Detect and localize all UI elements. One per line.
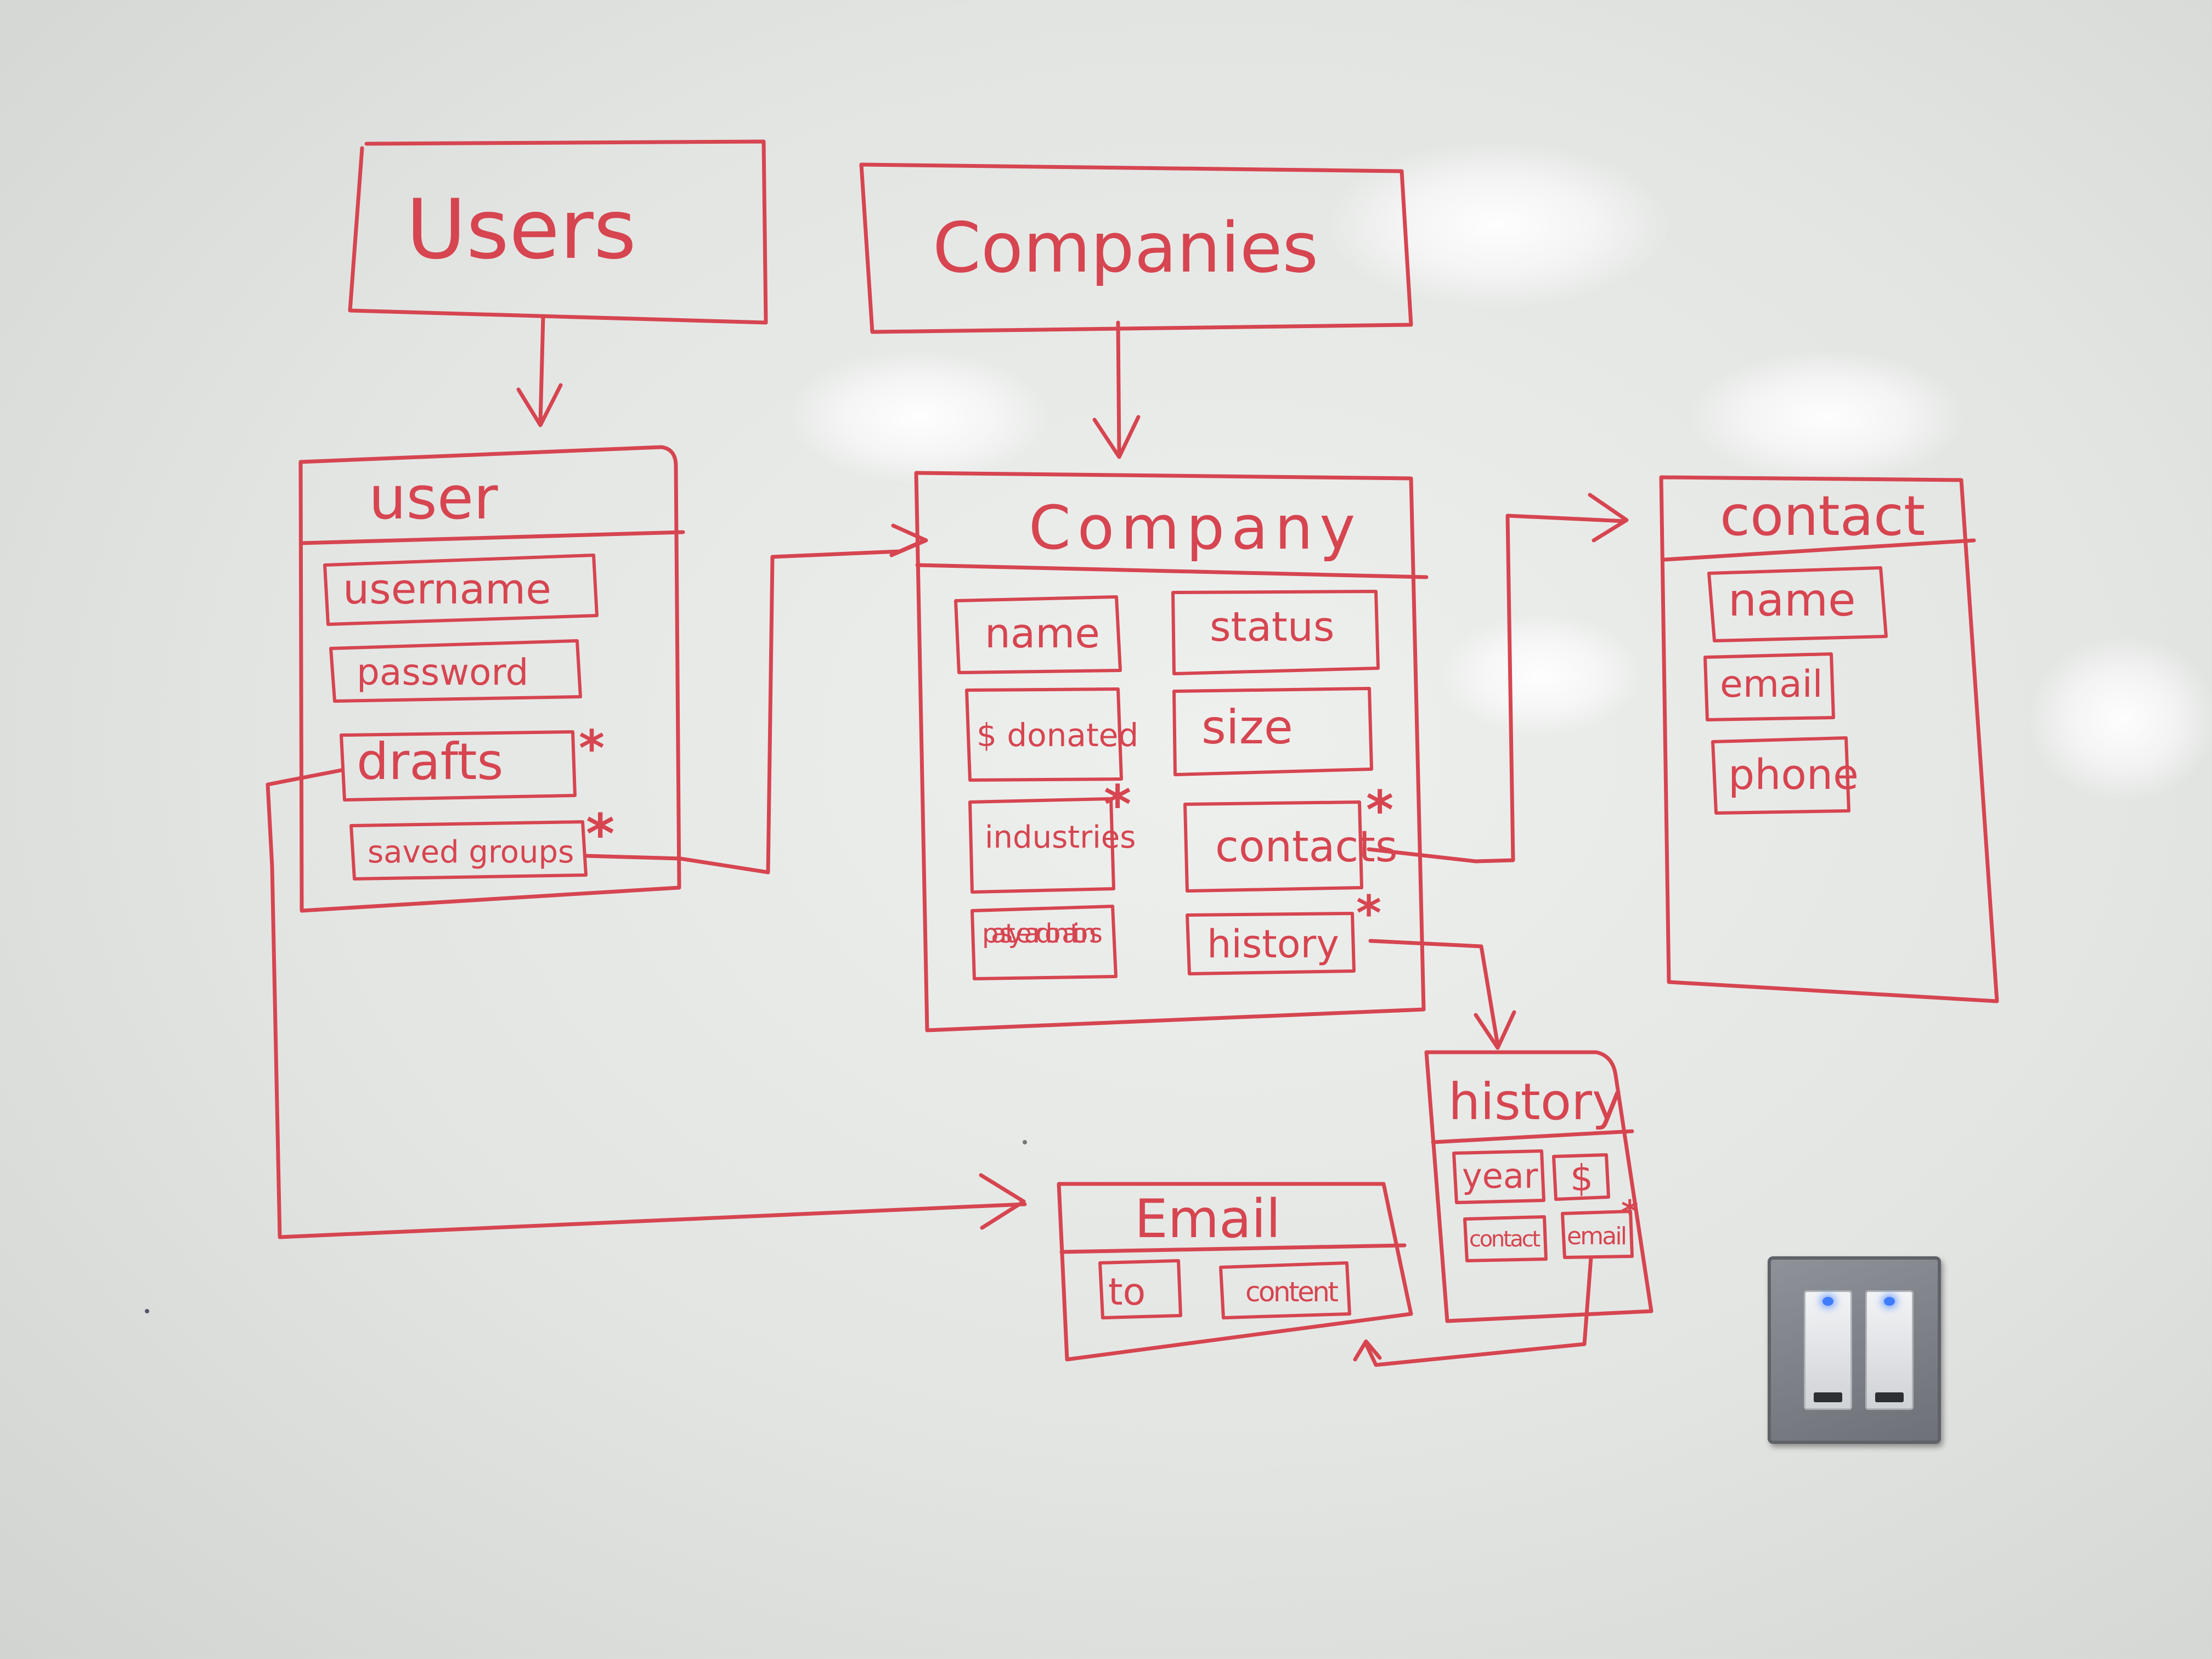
size-field-box: [1172, 687, 1373, 776]
switch-slot: [1875, 1392, 1904, 1402]
light-switch-plate: [1768, 1256, 1941, 1444]
password-label: password: [357, 651, 528, 693]
size-label: size: [1201, 700, 1293, 755]
marker-speck: [145, 1309, 149, 1313]
history-email-label: email: [1567, 1222, 1627, 1250]
name-field-box: [954, 595, 1122, 674]
drafts-asterisk: *: [579, 720, 605, 777]
password-field-box: [329, 639, 582, 703]
company-box: Company name status $ donated size indus…: [914, 471, 1429, 1032]
contacts-label: contacts: [1215, 822, 1398, 872]
contact-box-title: contact: [1720, 484, 1925, 548]
switch-led-icon: [1884, 1297, 1895, 1306]
contact-box: contact name email phone: [1659, 475, 1999, 1003]
contact-phone-label: phone: [1728, 750, 1859, 799]
year-label: year: [1462, 1156, 1538, 1196]
contact-name-field-box: [1707, 566, 1888, 642]
light-switch-right[interactable]: [1865, 1290, 1914, 1410]
amount-label: $: [1570, 1157, 1593, 1199]
history-asterisk: *: [1356, 885, 1381, 941]
to-field-box: [1098, 1259, 1182, 1319]
switch-led-icon: [1822, 1297, 1833, 1306]
arrow-users-to-user: [516, 315, 563, 427]
past-year-donations-label: past year donations: [982, 918, 1103, 949]
industries-label: industries: [985, 820, 1136, 855]
content-field-box: [1219, 1261, 1351, 1319]
contact-phone-field-box: [1711, 736, 1850, 815]
content-label: content: [1245, 1276, 1339, 1308]
industries-field-box: [968, 797, 1115, 894]
email-box-title: Email: [1135, 1188, 1280, 1250]
arrow-history-email-to-email: [1353, 1255, 1593, 1367]
arrow-history-to-history-box: [1368, 939, 1516, 1050]
donated-field-box: [965, 687, 1123, 782]
history-field-box: [1186, 912, 1356, 975]
companies-label: Companies: [933, 207, 1318, 288]
arrow-saved-groups-to-company: [584, 523, 928, 874]
contacts-field-box: [1183, 800, 1363, 893]
history-email-asterisk: *: [1621, 1193, 1638, 1232]
contact-email-field-box: [1703, 652, 1835, 721]
contact-name-label: name: [1728, 574, 1856, 627]
users-label: Users: [406, 182, 636, 278]
donated-label: $ donated: [977, 716, 1138, 754]
username-field-box: [323, 554, 599, 626]
past-year-donations-field-box: [970, 905, 1118, 980]
company-box-title: Company: [1029, 493, 1362, 563]
users-box: Users: [348, 139, 768, 325]
username-label: username: [343, 565, 551, 613]
arrow-contacts-to-contact: [1367, 493, 1629, 864]
arrow-drafts-to-email: [266, 768, 1027, 1239]
email-box: Email to content: [1057, 1182, 1413, 1362]
contacts-asterisk: *: [1366, 780, 1393, 841]
marker-speck: [1023, 1140, 1027, 1144]
drafts-label: drafts: [357, 732, 503, 791]
user-box-title: user: [369, 464, 498, 533]
drafts-field-box: [340, 730, 577, 802]
light-switch-left[interactable]: [1804, 1290, 1852, 1410]
history-contact-field-box: [1463, 1215, 1548, 1262]
company-name-label: name: [985, 610, 1100, 657]
arrow-companies-to-company: [1092, 320, 1141, 459]
company-history-label: history: [1207, 922, 1339, 967]
history-email-field-box: [1561, 1210, 1634, 1259]
contact-email-label: email: [1720, 663, 1823, 706]
industries-asterisk: *: [1104, 774, 1131, 836]
history-contact-label: contact: [1469, 1227, 1541, 1252]
year-field-box: [1452, 1149, 1545, 1204]
to-label: to: [1108, 1271, 1146, 1314]
history-box: history year $ contact email *: [1424, 1050, 1654, 1323]
companies-box: Companies: [859, 162, 1413, 334]
switch-slot: [1814, 1392, 1842, 1402]
saved-groups-label: saved groups: [368, 834, 574, 870]
status-label: status: [1210, 603, 1334, 651]
history-box-title: history: [1448, 1073, 1622, 1131]
status-field-box: [1171, 590, 1380, 675]
amount-field-box: [1552, 1153, 1610, 1201]
saved-groups-field-box: [349, 820, 588, 881]
user-box: user username password drafts * saved gr…: [298, 445, 685, 913]
